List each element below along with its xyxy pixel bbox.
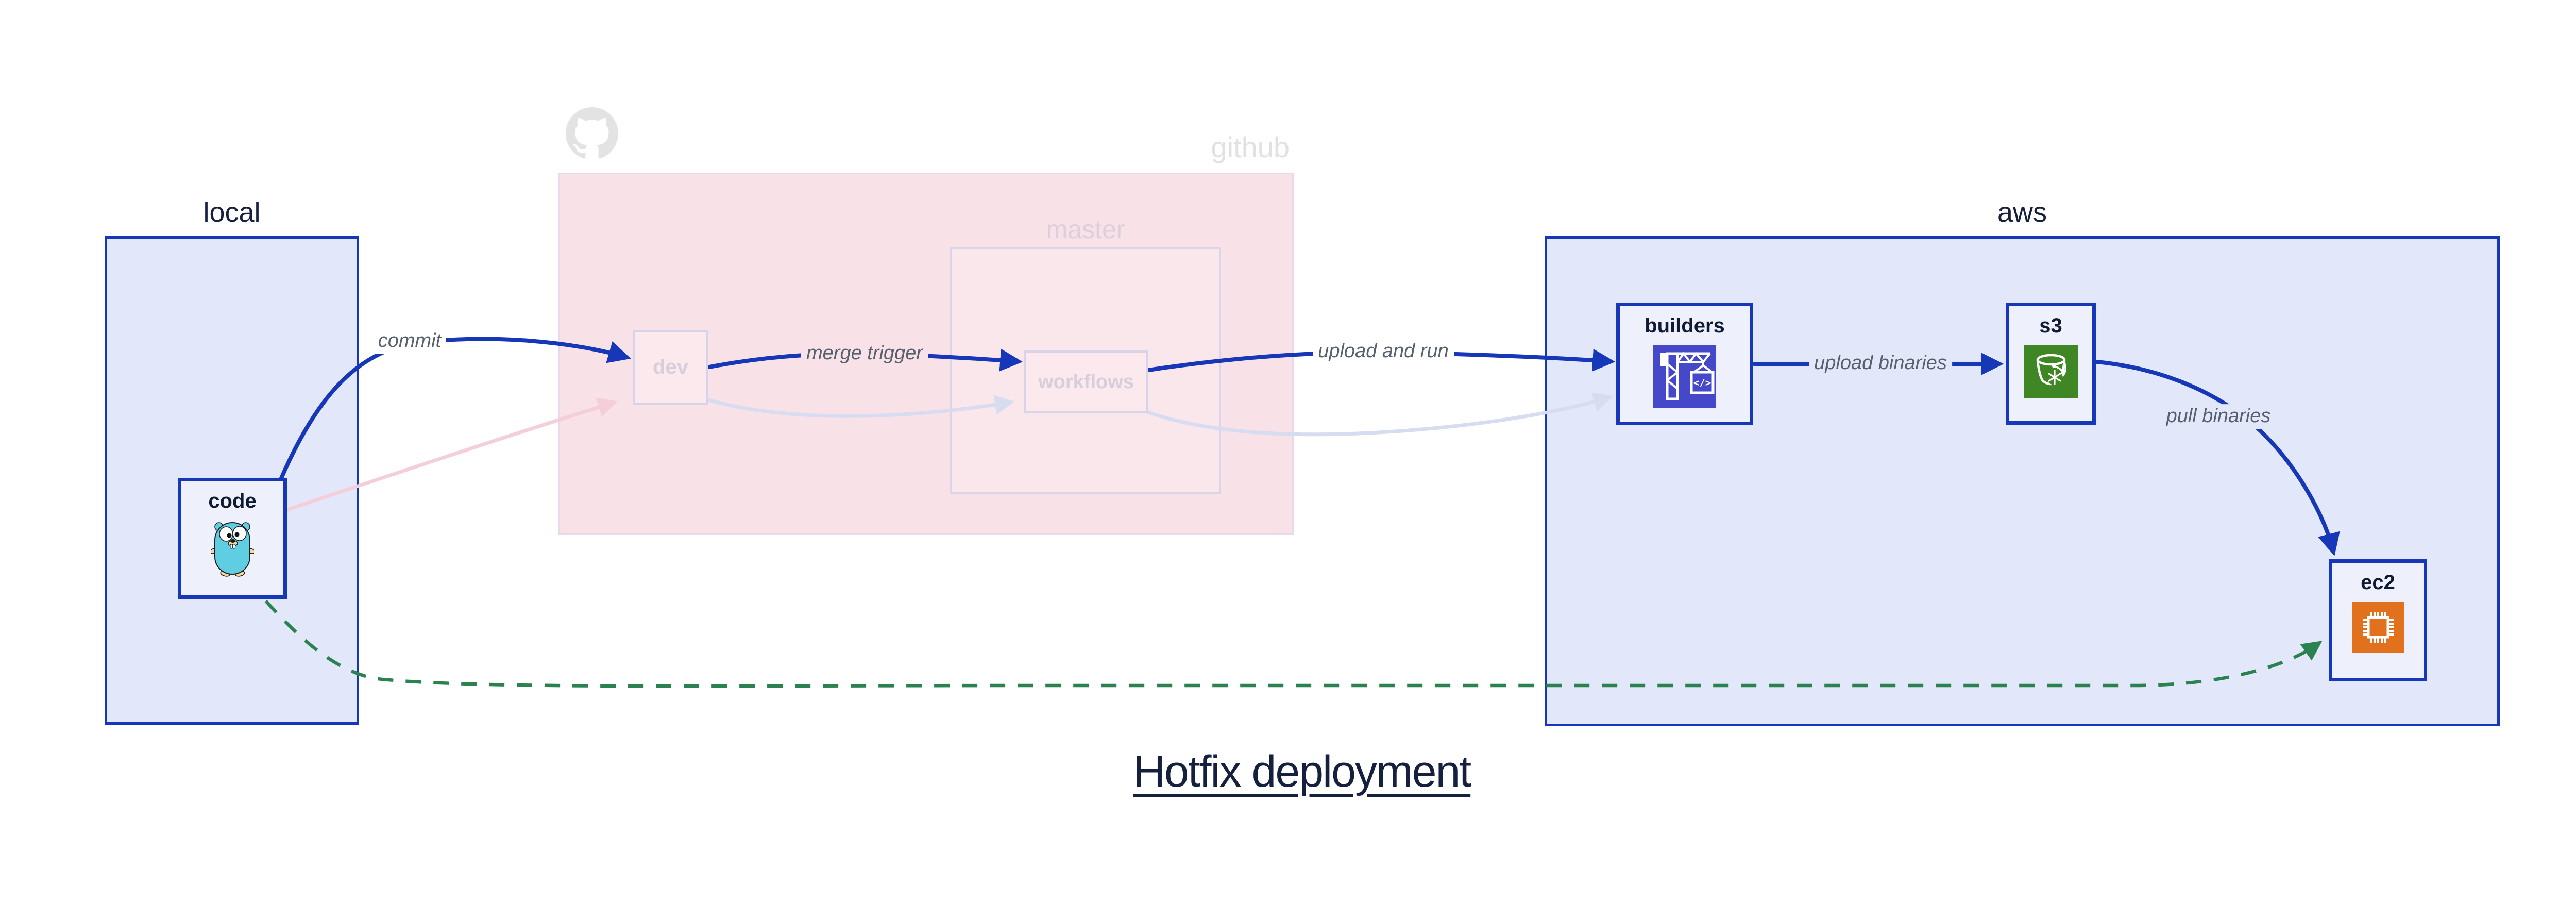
diagram-title: Hotfix deployment — [1133, 747, 1471, 796]
node-s3: s3 — [2006, 303, 2096, 425]
node-builders: builders </> — [1616, 303, 1753, 425]
ec2-label: ec2 — [2361, 571, 2395, 594]
go-gopher-icon — [209, 520, 256, 579]
edge-label-upload-and-run: upload and run — [1313, 339, 1454, 364]
s3-label: s3 — [2039, 314, 2062, 337]
code-label: code — [208, 490, 257, 512]
aws-label: aws — [1997, 197, 2047, 228]
workflows-label: workflows — [1038, 371, 1134, 393]
octocat-icon — [566, 107, 618, 162]
github-label: github — [1211, 131, 1290, 163]
edge-label-merge-trigger: merge trigger — [801, 341, 928, 366]
codebuild-crane-icon: </> — [1653, 345, 1716, 410]
master-label: master — [1046, 215, 1125, 244]
ec2-chip-icon — [2352, 602, 2404, 656]
node-ec2: ec2 — [2329, 559, 2427, 681]
svg-text:</>: </> — [1693, 377, 1711, 389]
node-workflows: workflows — [1024, 350, 1148, 413]
local-label: local — [203, 197, 261, 228]
edge-label-commit: commit — [372, 329, 447, 354]
node-code: code — [178, 478, 287, 599]
edge-label-upload-binaries: upload binaries — [1809, 351, 1952, 376]
s3-bucket-snowflake-icon — [2024, 345, 2078, 401]
node-dev: dev — [633, 330, 708, 405]
dev-label: dev — [653, 356, 688, 378]
edge-label-pull-binaries: pull binaries — [2161, 404, 2276, 429]
builders-label: builders — [1645, 314, 1725, 337]
